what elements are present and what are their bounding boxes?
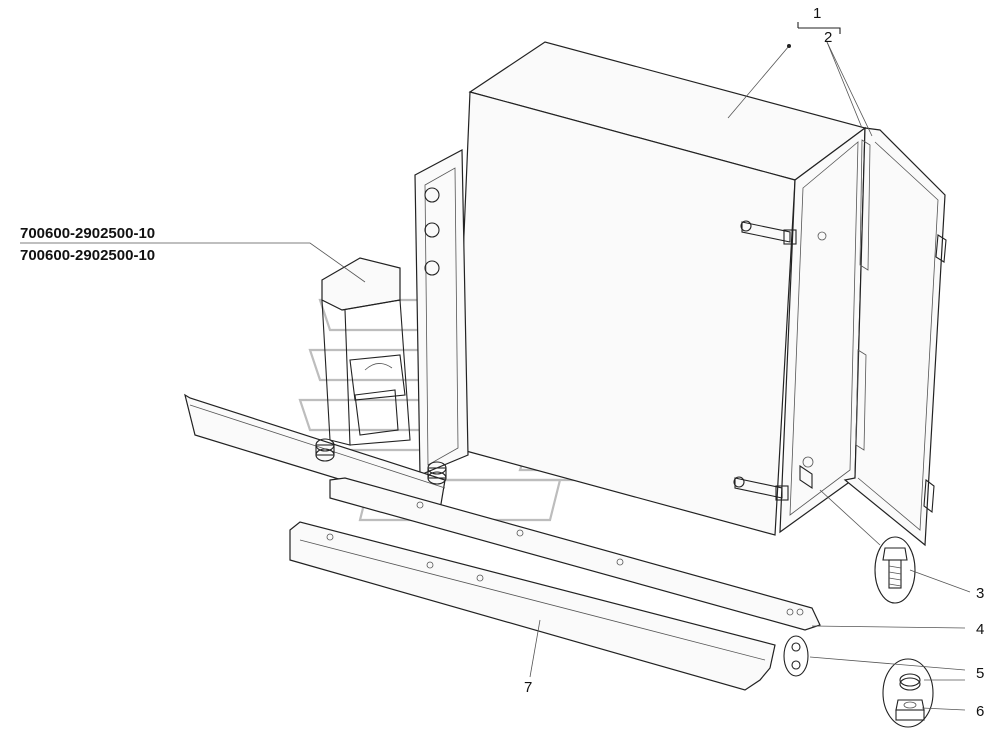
mounting-bracket <box>321 149 469 476</box>
part-number-lower: 700600-2902500-10 <box>20 247 155 264</box>
battery-box-door <box>843 127 947 547</box>
box-bolt-upper <box>740 220 797 245</box>
part-number-upper: 700600-2902500-10 <box>20 225 155 242</box>
callout-3: 3 <box>976 585 984 602</box>
leader-lines <box>20 22 971 711</box>
washer-nut-detail <box>882 658 934 728</box>
mounting-strip-7 <box>289 521 776 691</box>
spacer-plate <box>783 635 809 677</box>
callout-7: 7 <box>524 679 532 696</box>
callout-4: 4 <box>976 621 984 638</box>
callout-2: 2 <box>824 29 832 46</box>
mounting-strip-4 <box>329 477 821 631</box>
battery-box <box>454 41 867 536</box>
bracket-nut-right <box>427 461 447 485</box>
box-bolt-lower <box>733 476 789 501</box>
bracket-nut-left <box>315 438 335 462</box>
frame-rail <box>184 393 446 511</box>
callout-1: 1 <box>813 5 821 22</box>
callout-6: 6 <box>976 703 984 720</box>
bolt-detail <box>874 536 916 604</box>
callout-5: 5 <box>976 665 984 682</box>
